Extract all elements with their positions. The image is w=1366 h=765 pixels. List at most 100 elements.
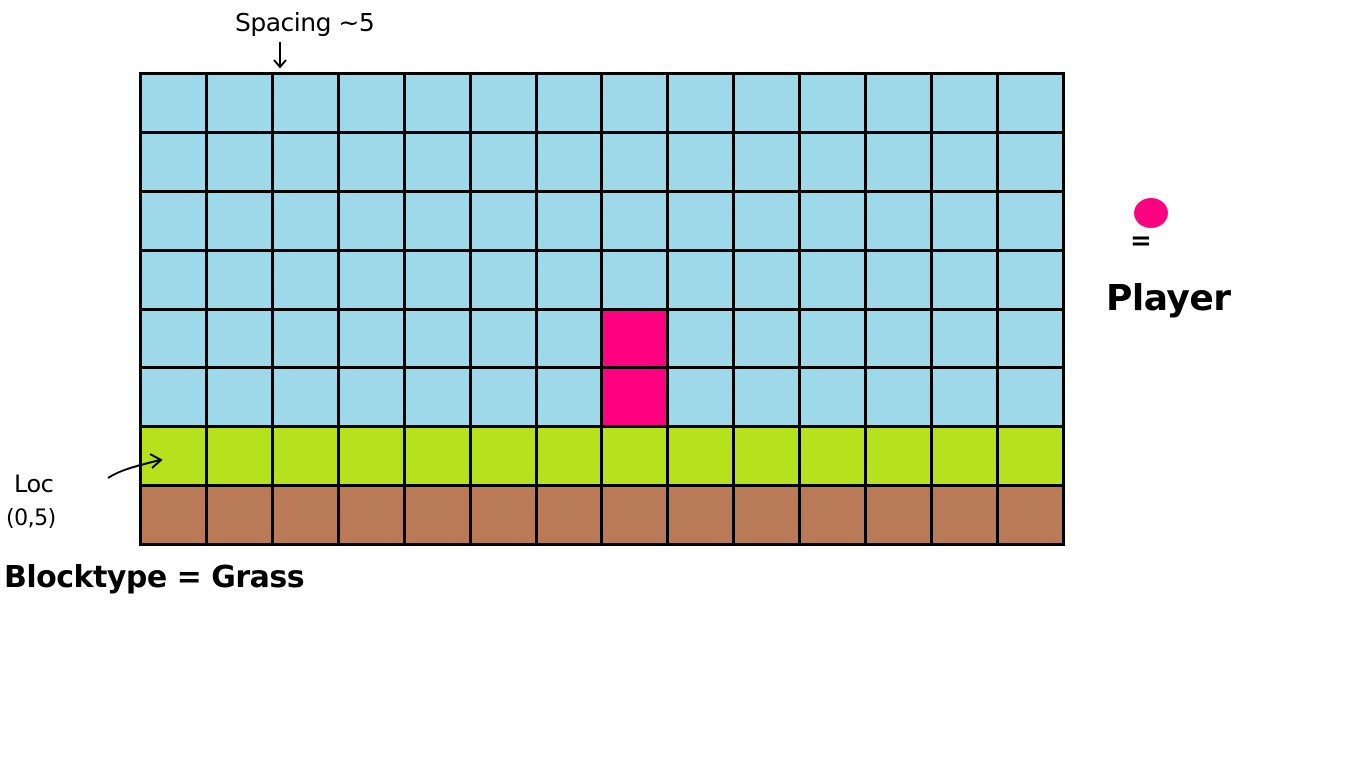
dirt-tile [669,487,733,543]
sky-tile [207,369,271,426]
sky-tile [603,75,667,131]
sky-tile [999,369,1062,426]
grass-tile [999,428,1062,485]
sky-tile [603,251,667,308]
grass-tile [735,428,799,485]
sky-tile [801,251,865,308]
sky-tile [142,251,205,308]
sky-tile [669,192,733,249]
sky-tile [933,251,997,308]
sky-tile [273,133,337,190]
sky-tile [933,369,997,426]
sky-tile [867,251,931,308]
sky-tile [405,369,469,426]
grass-tile [405,428,469,485]
sky-tile [471,192,535,249]
sky-tile [405,192,469,249]
sky-tile [735,133,799,190]
grass-tile [537,428,601,485]
sky-tile [603,133,667,190]
dirt-tile [999,487,1062,543]
sky-tile [273,251,337,308]
sky-tile [801,192,865,249]
dirt-tile [867,487,931,543]
dirt-tile [603,487,667,543]
sky-tile [933,75,997,131]
sky-tile [669,310,733,367]
sky-tile [471,75,535,131]
grass-tile [339,428,403,485]
sky-tile [339,369,403,426]
sky-tile [735,75,799,131]
sky-tile [669,369,733,426]
sky-tile [933,192,997,249]
sky-tile [537,133,601,190]
grass-tile [471,428,535,485]
grass-tile [273,428,337,485]
sky-tile [405,133,469,190]
sky-tile [537,251,601,308]
sky-tile [339,251,403,308]
dirt-tile [339,487,403,543]
sky-tile [273,192,337,249]
sky-tile [273,310,337,367]
sky-tile [603,192,667,249]
dirt-tile [142,487,205,543]
sky-tile [801,369,865,426]
dirt-tile [405,487,469,543]
dirt-tile [933,487,997,543]
sky-tile [339,192,403,249]
sky-tile [142,133,205,190]
sky-tile [735,192,799,249]
sky-tile [273,369,337,426]
sky-tile [801,310,865,367]
sky-tile [999,133,1062,190]
sky-tile [142,75,205,131]
sky-tile [537,369,601,426]
sky-tile [999,251,1062,308]
grass-tile [801,428,865,485]
sky-tile [537,310,601,367]
dirt-tile [801,487,865,543]
blocktype-annotation: Blocktype = Grass [4,560,305,595]
sky-tile [207,310,271,367]
grass-tile [933,428,997,485]
sky-tile [867,75,931,131]
sky-tile [471,251,535,308]
dirt-tile [735,487,799,543]
player-tile [603,369,667,426]
tile-grid [139,72,1065,546]
sky-tile [142,192,205,249]
sky-tile [867,133,931,190]
grass-tile [669,428,733,485]
sky-tile [405,310,469,367]
sky-tile [801,133,865,190]
sky-tile [207,251,271,308]
sky-tile [867,310,931,367]
loc-coordinates: (0,5) [6,506,56,531]
sky-tile [933,133,997,190]
grass-tile [207,428,271,485]
sky-tile [471,133,535,190]
sky-tile [801,75,865,131]
sky-tile [471,369,535,426]
loc-arrow [107,453,163,479]
sky-tile [867,192,931,249]
sky-tile [142,310,205,367]
sky-tile [339,75,403,131]
sky-tile [999,192,1062,249]
sky-tile [669,133,733,190]
dirt-tile [471,487,535,543]
sky-tile [142,369,205,426]
sky-tile [999,75,1062,131]
sky-tile [405,75,469,131]
sky-tile [339,133,403,190]
sky-tile [999,310,1062,367]
sky-tile [669,251,733,308]
sky-tile [933,310,997,367]
sky-tile [207,192,271,249]
sky-tile [207,75,271,131]
sky-tile [339,310,403,367]
sky-tile [537,75,601,131]
grass-tile [867,428,931,485]
